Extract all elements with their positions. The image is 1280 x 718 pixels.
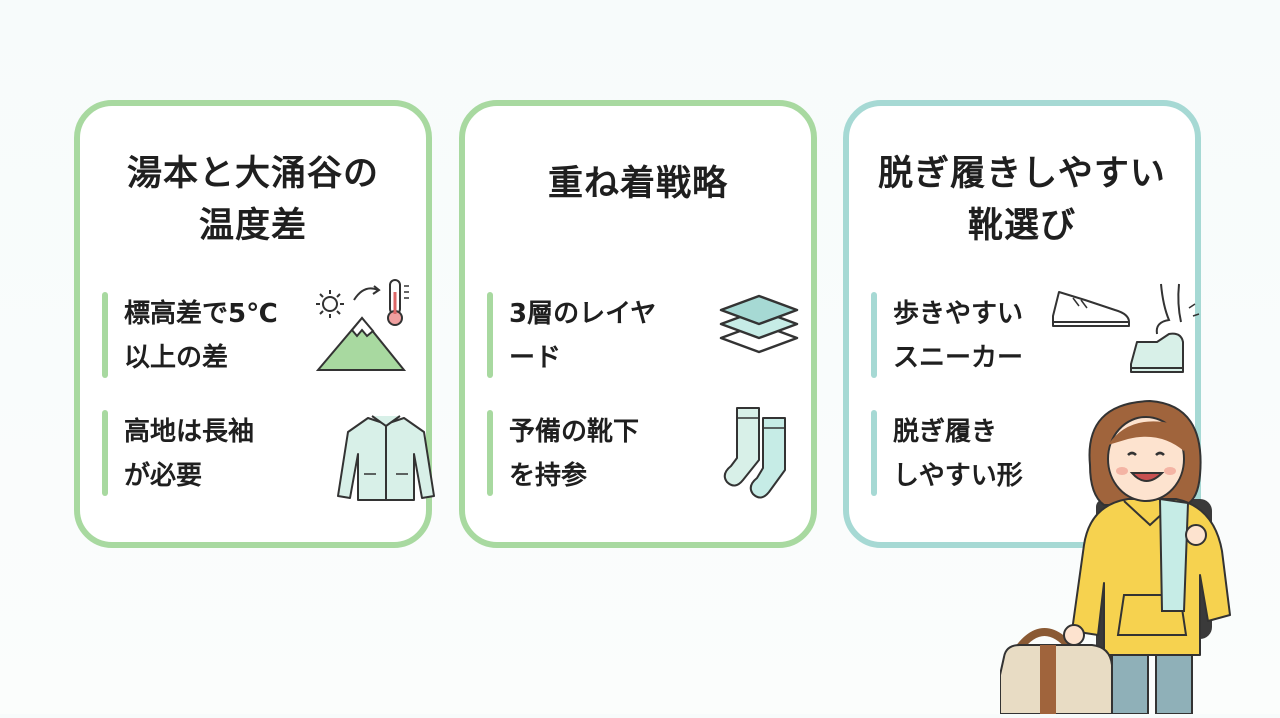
socks-icon — [723, 404, 809, 504]
accent-bar — [487, 410, 493, 496]
sneakers-icon — [1049, 282, 1205, 378]
card-title: 脱ぎ履きしやすい 靴選び — [878, 154, 1166, 246]
accent-bar — [871, 292, 877, 378]
accent-bar — [871, 410, 877, 496]
card-layering: 重ね着戦略 3層のレイヤ ード 予備の靴下 を持参 — [459, 100, 817, 548]
accent-bar — [102, 292, 108, 378]
accent-bar — [487, 292, 493, 378]
list-item: 予備の靴下 を持参 — [487, 406, 811, 502]
layers-icon — [717, 292, 801, 362]
card-title: 湯本と大涌谷の 温度差 — [126, 154, 379, 246]
card-temperature: 湯本と大涌谷の 温度差 標高差で5℃ 以上の差 — [74, 100, 435, 548]
accent-bar — [102, 410, 108, 496]
traveler-illustration — [999, 395, 1240, 718]
mountain-thermometer-icon — [316, 278, 426, 374]
list-item: 3層のレイヤ ード — [487, 288, 811, 384]
list-item: 高地は長袖 が必要 — [102, 406, 435, 502]
list-item: 標高差で5℃ 以上の差 — [102, 279, 426, 384]
list-item: 歩きやすい スニーカー — [871, 283, 1200, 384]
jacket-icon — [336, 414, 436, 504]
list-item: 脱ぎ履き しやすい形 — [871, 406, 1195, 502]
card-title: 重ね着戦略 — [547, 164, 728, 204]
card-shoes: 脱ぎ履きしやすい 靴選び 歩きやすい スニーカー 脱ぎ履き しやすい形 — [843, 100, 1201, 548]
